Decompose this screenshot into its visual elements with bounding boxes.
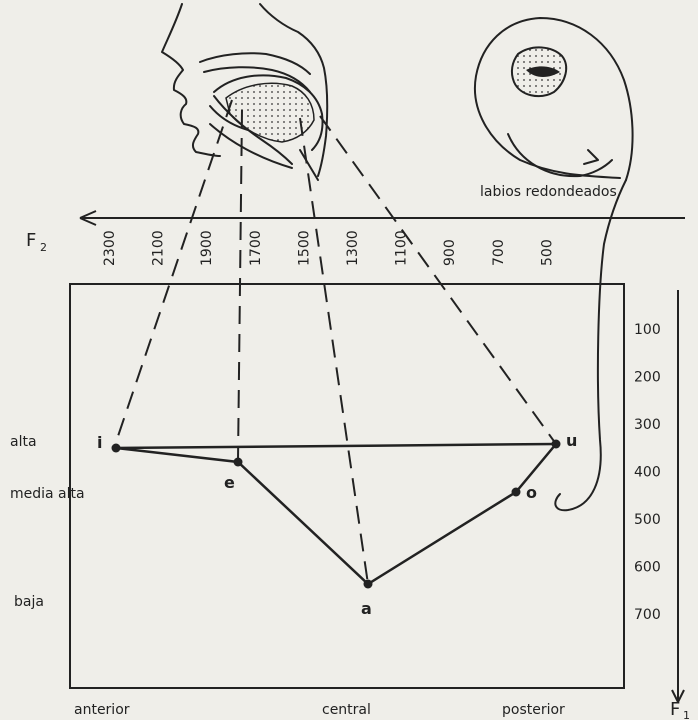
f2-tick-label: 900	[442, 239, 458, 266]
f2-tick-label: 1300	[345, 230, 361, 266]
f2-axis-subscript: 2	[40, 241, 47, 254]
f1-tick-label: 700	[634, 607, 661, 623]
vowel-point-i	[112, 444, 121, 453]
f2-tick-label: 1900	[199, 230, 215, 266]
f1-axis-subscript: 1	[683, 709, 690, 720]
f1-tick-label: 600	[634, 560, 661, 576]
vowel-point-o	[512, 488, 521, 497]
projection-lines	[114, 100, 556, 584]
vowel-label-o: o	[526, 483, 537, 502]
vowel-label-a: a	[361, 599, 372, 618]
vowel-point-e	[234, 458, 243, 467]
f2-tick-label: 1500	[296, 230, 312, 266]
vowel-label-u: u	[566, 431, 577, 450]
f2-tick-label: 500	[539, 239, 555, 266]
vowel-polygon	[116, 444, 556, 584]
tongue-body-shading	[226, 83, 314, 142]
f1-tick-label: 200	[634, 370, 661, 386]
column-label-central: central	[322, 702, 371, 718]
row-label-high: alta	[10, 434, 37, 450]
f2-tick-labels: 2300 2100 1900 1700 1500 1300 1100 900 700 500	[102, 230, 555, 266]
vowel-label-e: e	[224, 473, 235, 492]
f2-tick-label: 2100	[151, 230, 167, 266]
column-label-front: anterior	[74, 702, 130, 718]
arrow-head-icon	[584, 150, 598, 164]
f2-tick-label: 2300	[102, 230, 118, 266]
f1-axis-label: F	[670, 699, 680, 720]
f2-tick-label: 1700	[248, 230, 264, 266]
f2-tick-label: 1100	[394, 230, 410, 266]
f1-tick-label: 500	[634, 512, 661, 528]
vowel-point-u	[552, 440, 561, 449]
vowel-point-a	[364, 580, 373, 589]
f1-tick-label: 300	[634, 417, 661, 433]
plot-frame	[70, 284, 624, 688]
row-label-low: baja	[14, 594, 44, 610]
f1-tick-label: 400	[634, 465, 661, 481]
column-label-back: posterior	[502, 702, 565, 718]
row-label-mid-high: media alta	[10, 486, 85, 502]
f2-axis-label: F	[26, 230, 36, 251]
f2-tick-label: 700	[491, 239, 507, 266]
vowel-label-i: i	[97, 433, 102, 452]
vowel-points	[112, 440, 561, 589]
rounded-lips-annotation: labios redondeados	[480, 184, 617, 200]
f1-tick-labels: 100 200 300 400 500 600 700	[634, 322, 661, 623]
f1-tick-label: 100	[634, 322, 661, 338]
